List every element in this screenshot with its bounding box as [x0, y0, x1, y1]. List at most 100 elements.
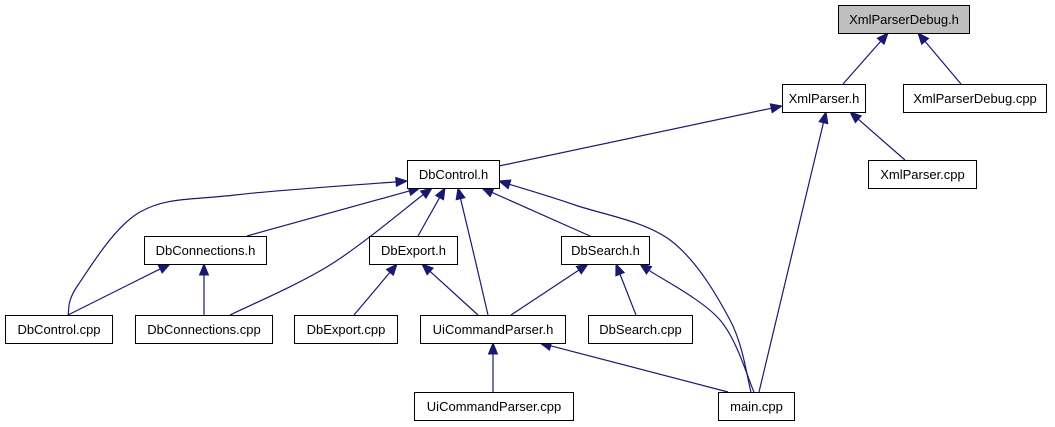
node-box[interactable] [5, 315, 113, 344]
edge-line [550, 345, 729, 393]
edge-line [429, 270, 479, 316]
arrowhead [385, 262, 398, 277]
edge-uicommandparser_h-to-dbexport_h [421, 263, 479, 316]
arrowhead [575, 263, 590, 275]
node-box[interactable] [588, 315, 693, 344]
edge-line [353, 272, 391, 316]
edge-dbcontrol_cpp-to-dbcontrol_h [67, 176, 409, 316]
node-dbconnections-h[interactable]: DbConnections.h [144, 236, 267, 265]
edge-line [510, 269, 580, 316]
node-uicommandparser-h[interactable]: UiCommandParser.h [420, 315, 566, 344]
node-dbcontrol-h[interactable]: DbControl.h [407, 160, 500, 189]
arrowhead [455, 186, 466, 201]
arrowhead [615, 262, 626, 277]
edge-dbexport_h-to-dbcontrol_h [417, 186, 446, 237]
node-xmlparserdebug-h[interactable]: XmlParserDebug.h [838, 5, 970, 34]
node-label: UiCommandParser.h [433, 322, 554, 337]
node-box[interactable] [407, 160, 500, 189]
node-xmlparser-h[interactable]: XmlParser.h [782, 84, 866, 113]
arrowhead [421, 263, 435, 276]
node-uicommandparser-cpp[interactable]: UiCommandParser.cpp [414, 392, 574, 421]
node-box[interactable] [782, 84, 866, 113]
node-main-cpp[interactable]: main.cpp [718, 392, 795, 421]
node-box[interactable] [718, 392, 795, 421]
edge-xmlparser_h-to-xmlparserdebug_h [842, 32, 889, 85]
arrowhead [849, 111, 863, 124]
node-label: DbConnections.cpp [147, 322, 260, 337]
node-dbcontrol-cpp[interactable]: DbControl.cpp [5, 315, 113, 344]
edge-main_cpp-to-dbsearch_h [638, 263, 755, 393]
edge-line [229, 194, 424, 316]
node-xmlparser-cpp[interactable]: XmlParser.cpp [868, 160, 977, 189]
edge-dbsearch_cpp-to-dbsearch_h [615, 262, 637, 316]
edge-main_cpp-to-uicommandparser_h [538, 340, 729, 393]
node-label: DbSearch.cpp [599, 322, 681, 337]
edge-uicommandparser_cpp-to-uicommandparser_h [487, 341, 499, 392]
arrowhead [487, 341, 499, 355]
edge-dbexport_cpp-to-dbexport_h [353, 262, 398, 316]
node-label: main.cpp [730, 399, 783, 414]
edge-line [857, 118, 906, 161]
edge-line [498, 107, 772, 167]
node-box[interactable] [561, 236, 650, 265]
node-box[interactable] [369, 236, 458, 265]
node-label: DbConnections.h [156, 243, 256, 258]
node-box[interactable] [294, 315, 398, 344]
node-label: XmlParser.cpp [880, 167, 965, 182]
arrowhead [198, 262, 210, 276]
arrowhead [876, 32, 889, 46]
edges-layer [67, 31, 962, 393]
arrowhead [419, 187, 434, 200]
arrowhead [157, 263, 172, 274]
edge-dbconnections_h-to-dbcontrol_h [246, 186, 422, 237]
edge-uicommandparser_h-to-dbsearch_h [510, 263, 590, 316]
node-box[interactable] [135, 315, 273, 344]
arrowhead [395, 176, 409, 188]
node-label: DbExport.h [381, 243, 446, 258]
node-label: UiCommandParser.cpp [427, 399, 561, 414]
edge-line [509, 183, 752, 393]
edge-line [417, 197, 441, 237]
node-dbconnections-cpp[interactable]: DbConnections.cpp [135, 315, 273, 344]
edge-line [491, 191, 591, 237]
node-box[interactable] [903, 84, 1047, 113]
node-label: XmlParser.h [789, 91, 860, 106]
node-box[interactable] [144, 236, 267, 265]
node-label: XmlParserDebug.h [849, 12, 959, 27]
node-box[interactable] [420, 315, 566, 344]
edge-dbsearch_h-to-dbcontrol_h [480, 187, 591, 237]
node-dbsearch-cpp[interactable]: DbSearch.cpp [588, 315, 693, 344]
arrowhead [434, 186, 446, 201]
node-dbexport-cpp[interactable]: DbExport.cpp [294, 315, 398, 344]
edge-main_cpp-to-dbcontrol_h [497, 179, 752, 393]
node-label: XmlParserDebug.cpp [913, 91, 1037, 106]
node-label: DbControl.h [419, 167, 488, 182]
node-box[interactable] [414, 392, 574, 421]
edge-dbconnections_cpp-to-dbconnections_h [198, 262, 210, 315]
arrowhead [638, 263, 653, 275]
arrowhead [917, 31, 930, 46]
edge-dbcontrol_cpp-to-dbconnections_h [67, 263, 172, 316]
node-label: DbControl.cpp [17, 322, 100, 337]
arrowhead [769, 103, 784, 114]
node-dbexport-h[interactable]: DbExport.h [369, 236, 458, 265]
edge-line [758, 122, 825, 393]
edge-line [648, 269, 755, 393]
edge-main_cpp-to-xmlparser_h [758, 110, 829, 393]
arrowhead [480, 187, 495, 198]
edge-dbconnections_cpp-to-dbcontrol_h [229, 187, 434, 316]
edge-xmlparser_cpp-to-xmlparser_h [849, 111, 906, 161]
edge-line [67, 268, 161, 316]
arrowhead [497, 179, 512, 190]
edge-line [924, 41, 962, 85]
edge-line [67, 181, 397, 316]
edge-line [246, 190, 410, 237]
arrowhead [818, 110, 829, 125]
edge-line [459, 198, 489, 316]
node-box[interactable] [868, 160, 977, 189]
node-dbsearch-h[interactable]: DbSearch.h [561, 236, 650, 265]
node-xmlparserdebug-cpp[interactable]: XmlParserDebug.cpp [903, 84, 1047, 113]
node-box[interactable] [838, 5, 970, 34]
edge-line [619, 274, 637, 316]
